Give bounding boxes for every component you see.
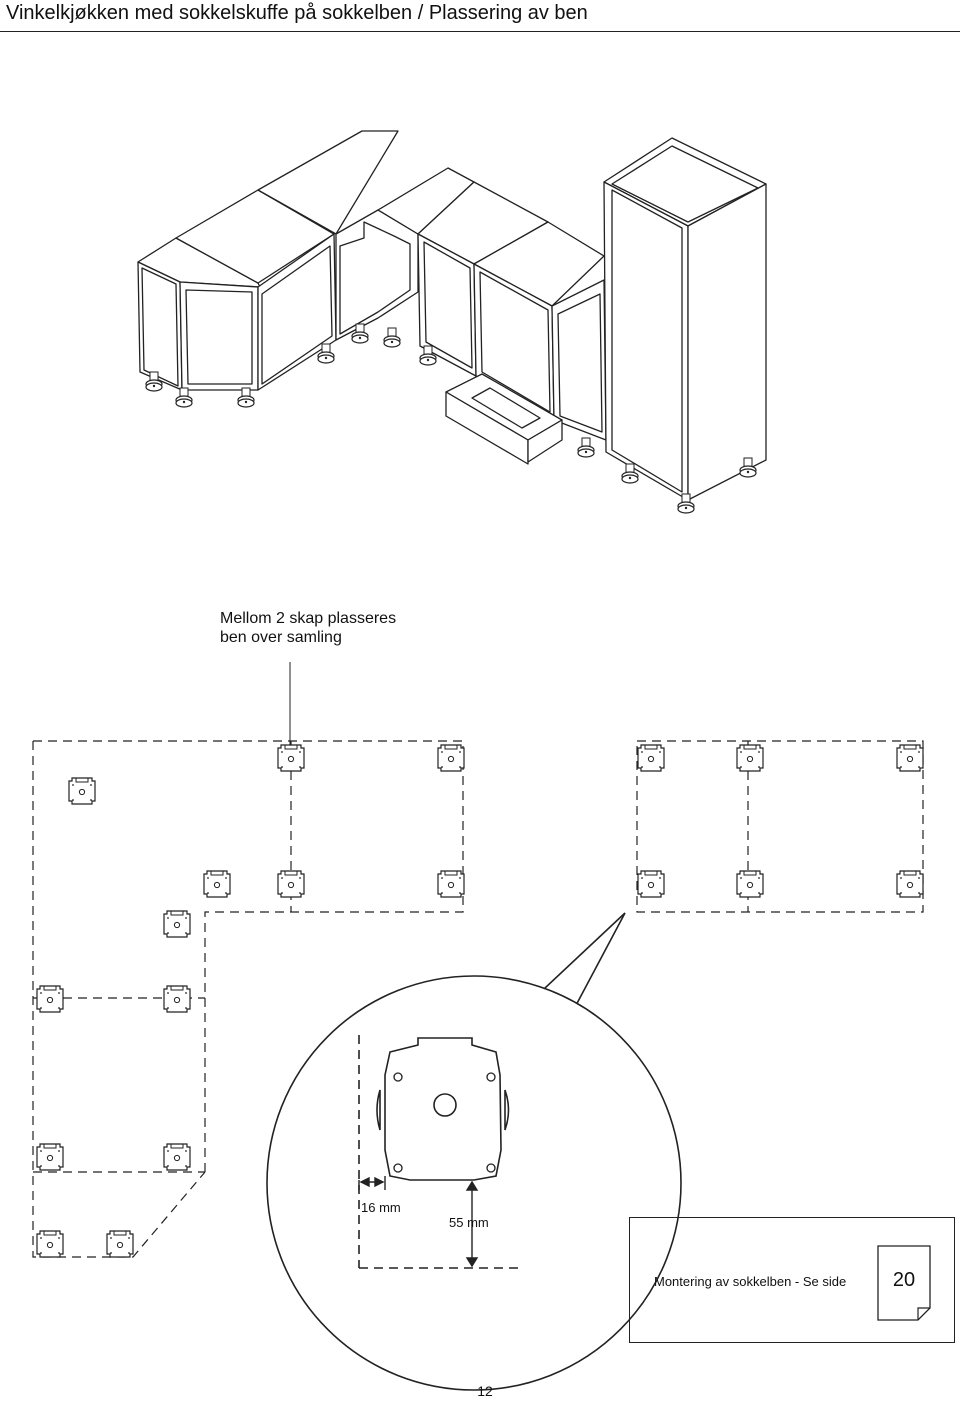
detail-magnifier xyxy=(266,975,682,1391)
page-corner-icon xyxy=(877,1245,931,1321)
dimension-label-55mm: 55 mm xyxy=(449,1215,489,1230)
reference-text: Montering av sokkelben - Se side xyxy=(654,1274,847,1289)
page-reference-badge: 20 xyxy=(877,1245,931,1321)
page-number: 12 xyxy=(477,1383,493,1399)
dimension-16mm xyxy=(358,1176,386,1190)
leg-placement-note: Mellom 2 skap plasseres ben over samling xyxy=(220,609,396,647)
dimension-label-16mm: 16 mm xyxy=(361,1200,401,1215)
note-line-2: ben over samling xyxy=(220,629,342,646)
title-divider xyxy=(0,31,960,32)
kitchen-corner-cabinets-isometric xyxy=(137,130,767,501)
page-title: Vinkelkjøkken med sokkelskuffe på sokkel… xyxy=(6,2,588,24)
dimension-55mm xyxy=(465,1180,479,1268)
note-line-1: Mellom 2 skap plasseres xyxy=(220,610,397,627)
reference-page-number: 20 xyxy=(892,1269,916,1291)
detail-leg-plate xyxy=(376,1037,510,1181)
reference-box: Montering av sokkelben - Se side 20 xyxy=(629,1217,955,1343)
